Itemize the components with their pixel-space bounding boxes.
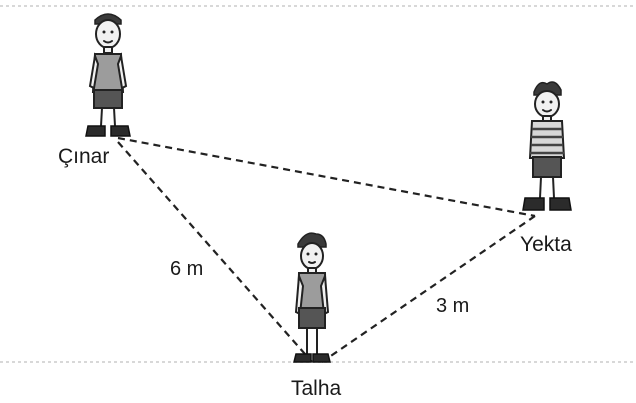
line-cinar-yekta	[117, 136, 536, 218]
talha-figure	[293, 232, 331, 363]
talha-name-label: Talha	[291, 377, 342, 400]
distance-label-cinar-talha: 6 m	[170, 258, 204, 280]
cinar-name-label: Çınar	[58, 145, 110, 168]
yekta-figure	[522, 81, 572, 211]
yekta-name-label: Yekta	[520, 233, 572, 256]
cinar-figure	[85, 13, 131, 137]
distance-label-yekta-talha: 3 m	[436, 295, 470, 317]
line-cinar-talha	[117, 141, 313, 363]
line-yekta-talha	[321, 215, 536, 363]
